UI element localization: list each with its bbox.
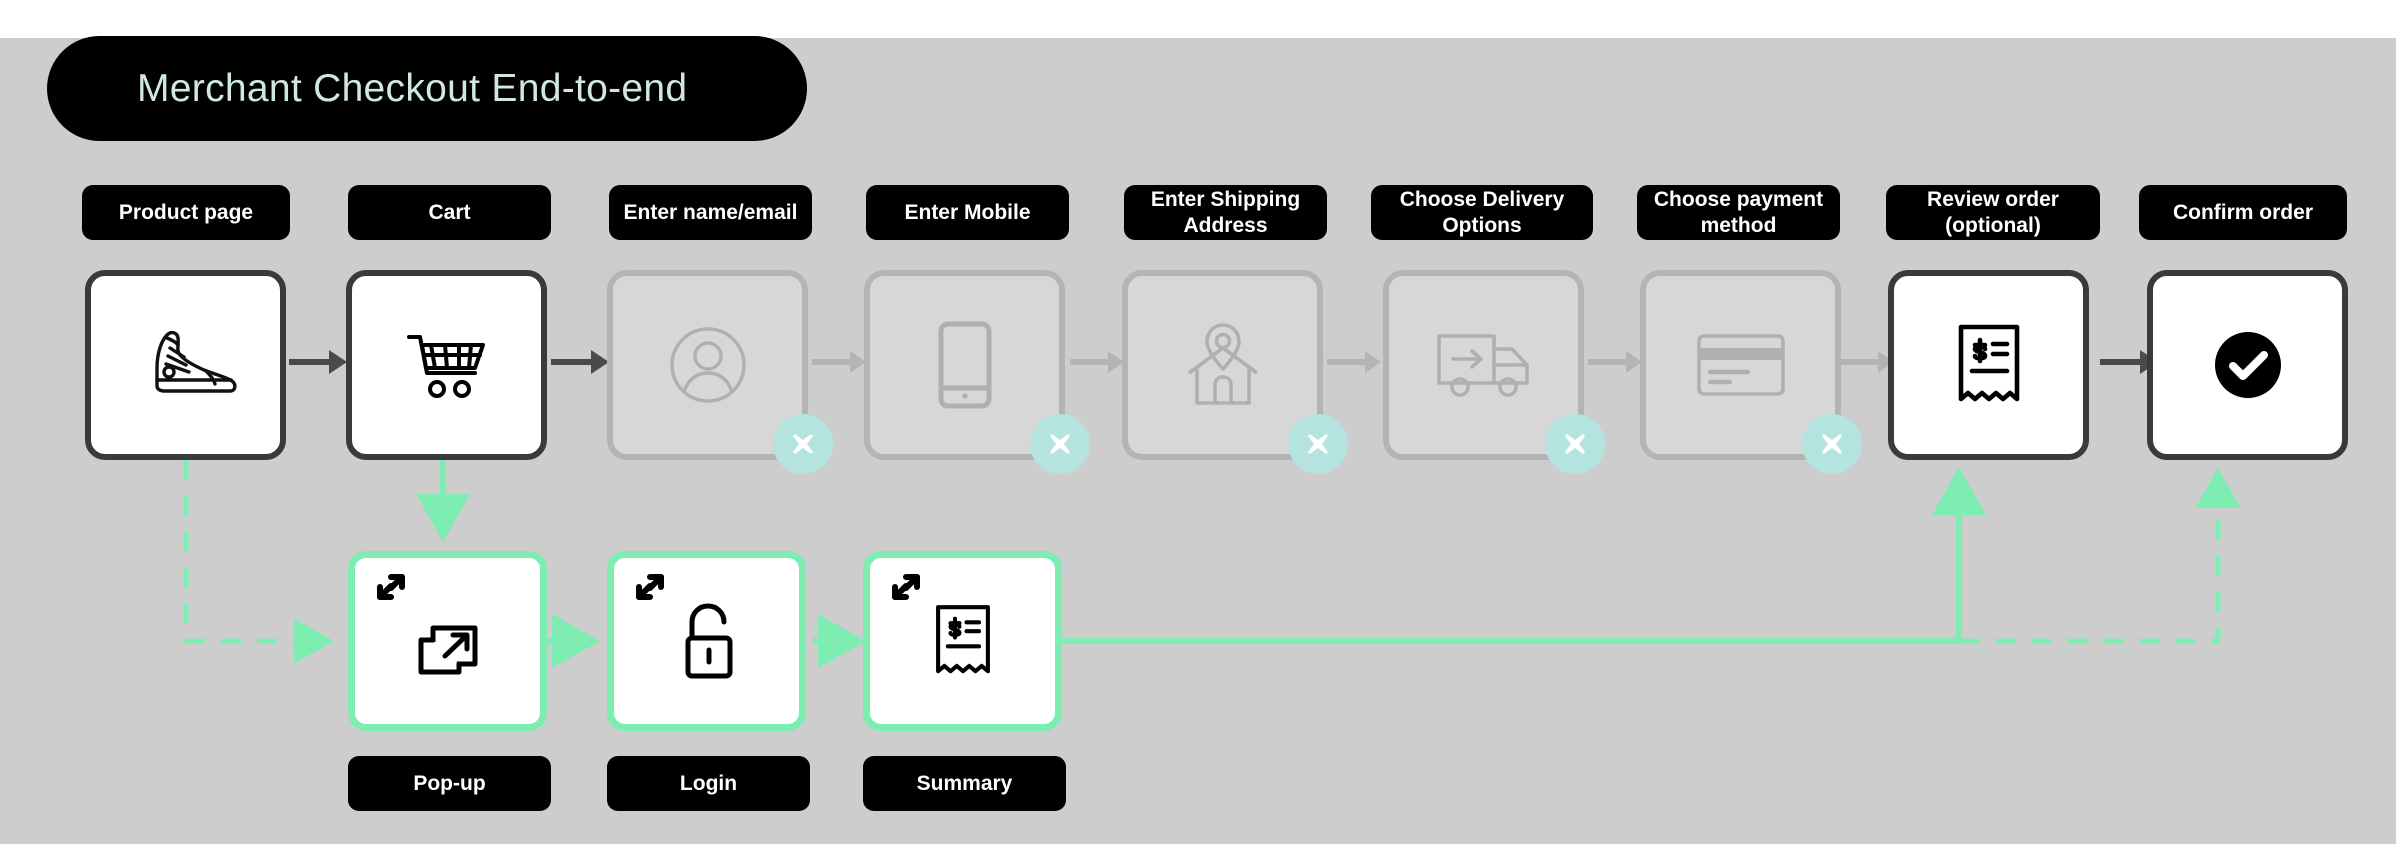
step-label-review-order[interactable]: Review order (optional) (1886, 185, 2100, 240)
sub-card-login[interactable] (607, 551, 806, 731)
step-card-enter-name[interactable] (607, 270, 808, 460)
receipt-icon (935, 605, 990, 674)
arrow-cart-to-name (551, 350, 609, 374)
arrow-delivery-to-payment (1588, 351, 1642, 373)
unlock-padlock-icon (685, 603, 732, 679)
external-window-icon (418, 625, 477, 675)
step-card-confirm-order[interactable] (2147, 270, 2348, 460)
step-label-confirm-order[interactable]: Confirm order (2139, 185, 2347, 240)
step-label-enter-mobile[interactable]: Enter Mobile (866, 185, 1069, 240)
disabled-badge-payment-method (1802, 414, 1862, 474)
sub-label-summary[interactable]: Summary (863, 756, 1066, 811)
sub-label-login[interactable]: Login (607, 756, 810, 811)
arrow-review-to-confirm (2100, 350, 2158, 374)
shopping-cart-icon (406, 335, 485, 398)
sub-card-pop-up[interactable] (348, 551, 547, 731)
arrow-product-to-cart (289, 350, 347, 374)
page-title: Merchant Checkout End-to-end (137, 66, 688, 110)
step-card-cart[interactable] (346, 270, 547, 460)
disabled-badge-enter-name (773, 414, 833, 474)
step-label-payment-method[interactable]: Choose payment method (1637, 185, 1840, 240)
disabled-badge-enter-mobile (1030, 414, 1090, 474)
receipt-icon (1958, 324, 2019, 402)
sub-card-summary[interactable] (863, 551, 1062, 731)
arrow-mobile-to-address (1070, 351, 1124, 373)
sneaker-icon (154, 330, 237, 393)
mobile-phone-icon (938, 321, 991, 409)
step-label-shipping-address[interactable]: Enter Shipping Address (1124, 185, 1327, 240)
step-card-product-page[interactable] (85, 270, 286, 460)
arrow-name-to-mobile (812, 351, 866, 373)
x-icon (1565, 434, 1585, 454)
step-label-cart[interactable]: Cart (348, 185, 551, 240)
x-icon (1050, 434, 1070, 454)
check-circle-icon (2214, 332, 2281, 398)
disabled-badge-shipping-address (1288, 414, 1348, 474)
step-label-product-page[interactable]: Product page (82, 185, 290, 240)
delivery-truck-icon (1436, 334, 1529, 397)
page-title-pill: Merchant Checkout End-to-end (47, 36, 807, 141)
disabled-badge-delivery-options (1545, 414, 1605, 474)
sub-label-pop-up[interactable]: Pop-up (348, 756, 551, 811)
home-pin-icon (1187, 323, 1258, 405)
step-card-shipping-address[interactable] (1122, 270, 1323, 460)
step-card-review-order[interactable] (1888, 270, 2089, 460)
x-icon (793, 434, 813, 454)
step-label-enter-name[interactable]: Enter name/email (609, 185, 812, 240)
link-code-icon (369, 568, 413, 606)
x-icon (1822, 434, 1842, 454)
step-label-delivery-options[interactable]: Choose Delivery Options (1371, 185, 1593, 240)
x-icon (1308, 434, 1328, 454)
link-code-icon (884, 568, 928, 606)
arrow-payment-to-review (1840, 351, 1894, 373)
step-card-enter-mobile[interactable] (864, 270, 1065, 460)
user-circle-icon (669, 327, 746, 403)
arrow-address-to-delivery (1327, 351, 1381, 373)
link-code-icon (628, 568, 672, 606)
credit-card-icon (1696, 334, 1785, 396)
